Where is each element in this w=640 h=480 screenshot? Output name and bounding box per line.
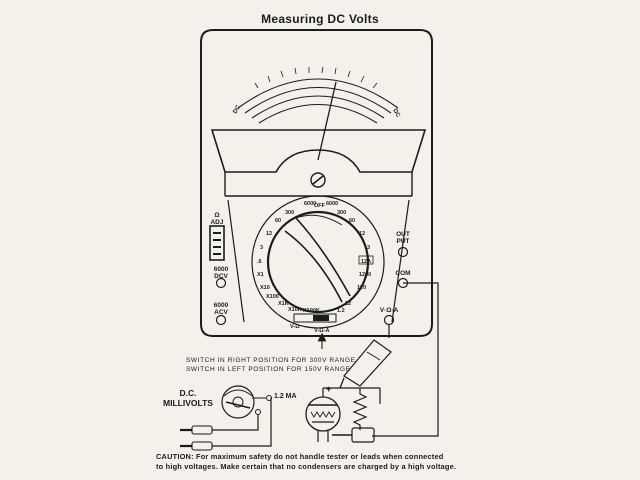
scale-ticks	[254, 66, 378, 89]
dial-label-x100k: X100K	[303, 308, 320, 314]
dial-label-x1k: X1K	[278, 301, 289, 307]
caution-line-2: to high voltages. Make certain that no c…	[156, 462, 457, 471]
test-probe-black	[332, 427, 375, 443]
dial-label-3-right: 3	[367, 245, 370, 251]
dial-label-x10k: X10K	[288, 307, 302, 313]
dial-12a-box	[358, 255, 374, 265]
dial-label-300-left: 300	[285, 210, 294, 216]
note-right-position: SWITCH IN RIGHT POSITION FOR 300V RANGE	[186, 357, 356, 364]
switch-label-v-ohm-a: V-Ω-A	[314, 328, 329, 334]
label-1-2-ma: 1.2 MA	[274, 393, 297, 400]
dial-label-12a: 12A	[361, 259, 371, 265]
dial-label-x1: X1	[257, 272, 264, 278]
zero-adjust-screw[interactable]	[310, 172, 326, 188]
svg-text:+: +	[326, 384, 331, 394]
test-probe-red	[339, 339, 392, 389]
range-slide-switch[interactable]	[293, 313, 337, 323]
label-v-ohm-a: V·Ω·A	[379, 307, 399, 314]
dial-labels: 6000 OFF 6000 300 60 12 3 .6 X1 X10 X100…	[257, 201, 371, 314]
dial-label-12-right: 12	[359, 231, 365, 237]
dial-label-6000-left: 6000	[304, 201, 316, 207]
ohm-adjust-slider[interactable]	[209, 225, 225, 261]
dial-label-12-left: 12	[266, 231, 272, 237]
label-6000-dcv: 6000 DCV	[207, 266, 235, 280]
dial-label-3-left: 3	[260, 245, 263, 251]
meter-needle	[317, 81, 337, 161]
dial-label-60-left: 60	[275, 218, 281, 224]
label-ohm-adj-line2: ADJ	[210, 219, 224, 226]
label-dc-millivolts: D.C. MILLIVOLTS	[156, 388, 220, 408]
label-output-line2: PUT	[396, 238, 410, 245]
switch-label-v-ohm: V-Ω	[290, 324, 300, 330]
dial-label-300-right: 300	[337, 210, 346, 216]
dial-label-12-low: 12	[345, 301, 351, 307]
case-bevel-left	[227, 199, 245, 323]
label-ohm-adj: Ω ADJ	[205, 212, 229, 226]
scale-dc-right: DC	[391, 108, 401, 119]
dial-label-1200: 1200	[359, 272, 371, 278]
note-left-position: SWITCH IN LEFT POSITION FOR 150V RANGE	[186, 366, 351, 373]
millivolt-switch-diagram	[180, 385, 272, 451]
dial-label-6000-right: 6000	[326, 201, 338, 207]
scale-dc-left: DC	[233, 104, 243, 115]
dial-label-60-right: 60	[349, 218, 355, 224]
label-6000-dcv-line1: 6000	[213, 266, 229, 273]
meter-scale	[237, 78, 399, 124]
label-millivolts: MILLIVOLTS	[163, 398, 213, 408]
jack-6000-dcv[interactable]	[215, 277, 227, 289]
dial-label-off: OFF	[314, 203, 326, 209]
dial-label-1-2: 1.2	[337, 308, 345, 314]
label-output-line1: OUT	[396, 231, 410, 238]
dial-label-x100: X100	[266, 294, 279, 300]
face-panel	[210, 129, 427, 173]
label-dc: D.C.	[179, 388, 197, 398]
page-title: Measuring DC Volts	[261, 12, 379, 26]
jack-6000-acv[interactable]	[215, 314, 227, 326]
meter-case	[200, 29, 433, 337]
dial-label-120: 120	[357, 285, 366, 291]
label-output: OUT PUT	[390, 231, 416, 245]
label-6000-acv-line1: 6000	[213, 302, 229, 309]
jack-output[interactable]	[397, 246, 409, 258]
label-ohm-adj-line1: Ω	[214, 212, 220, 219]
caution-line-1: CAUTION: For maximum safety do not handl…	[156, 452, 444, 461]
label-6000-dcv-line2: DCV	[214, 273, 228, 280]
label-com: COM	[395, 270, 411, 277]
dial-label-06: .6	[257, 259, 262, 265]
com-lead-wire	[372, 282, 439, 437]
label-6000-acv: 6000 ACV	[207, 302, 235, 316]
label-6000-acv-line2: ACV	[214, 309, 228, 316]
selector-switch[interactable]	[251, 195, 385, 329]
case-bevel-right	[391, 199, 410, 323]
vacuum-tube-circuit: +	[305, 384, 381, 442]
dial-label-x10: X10	[260, 285, 270, 291]
